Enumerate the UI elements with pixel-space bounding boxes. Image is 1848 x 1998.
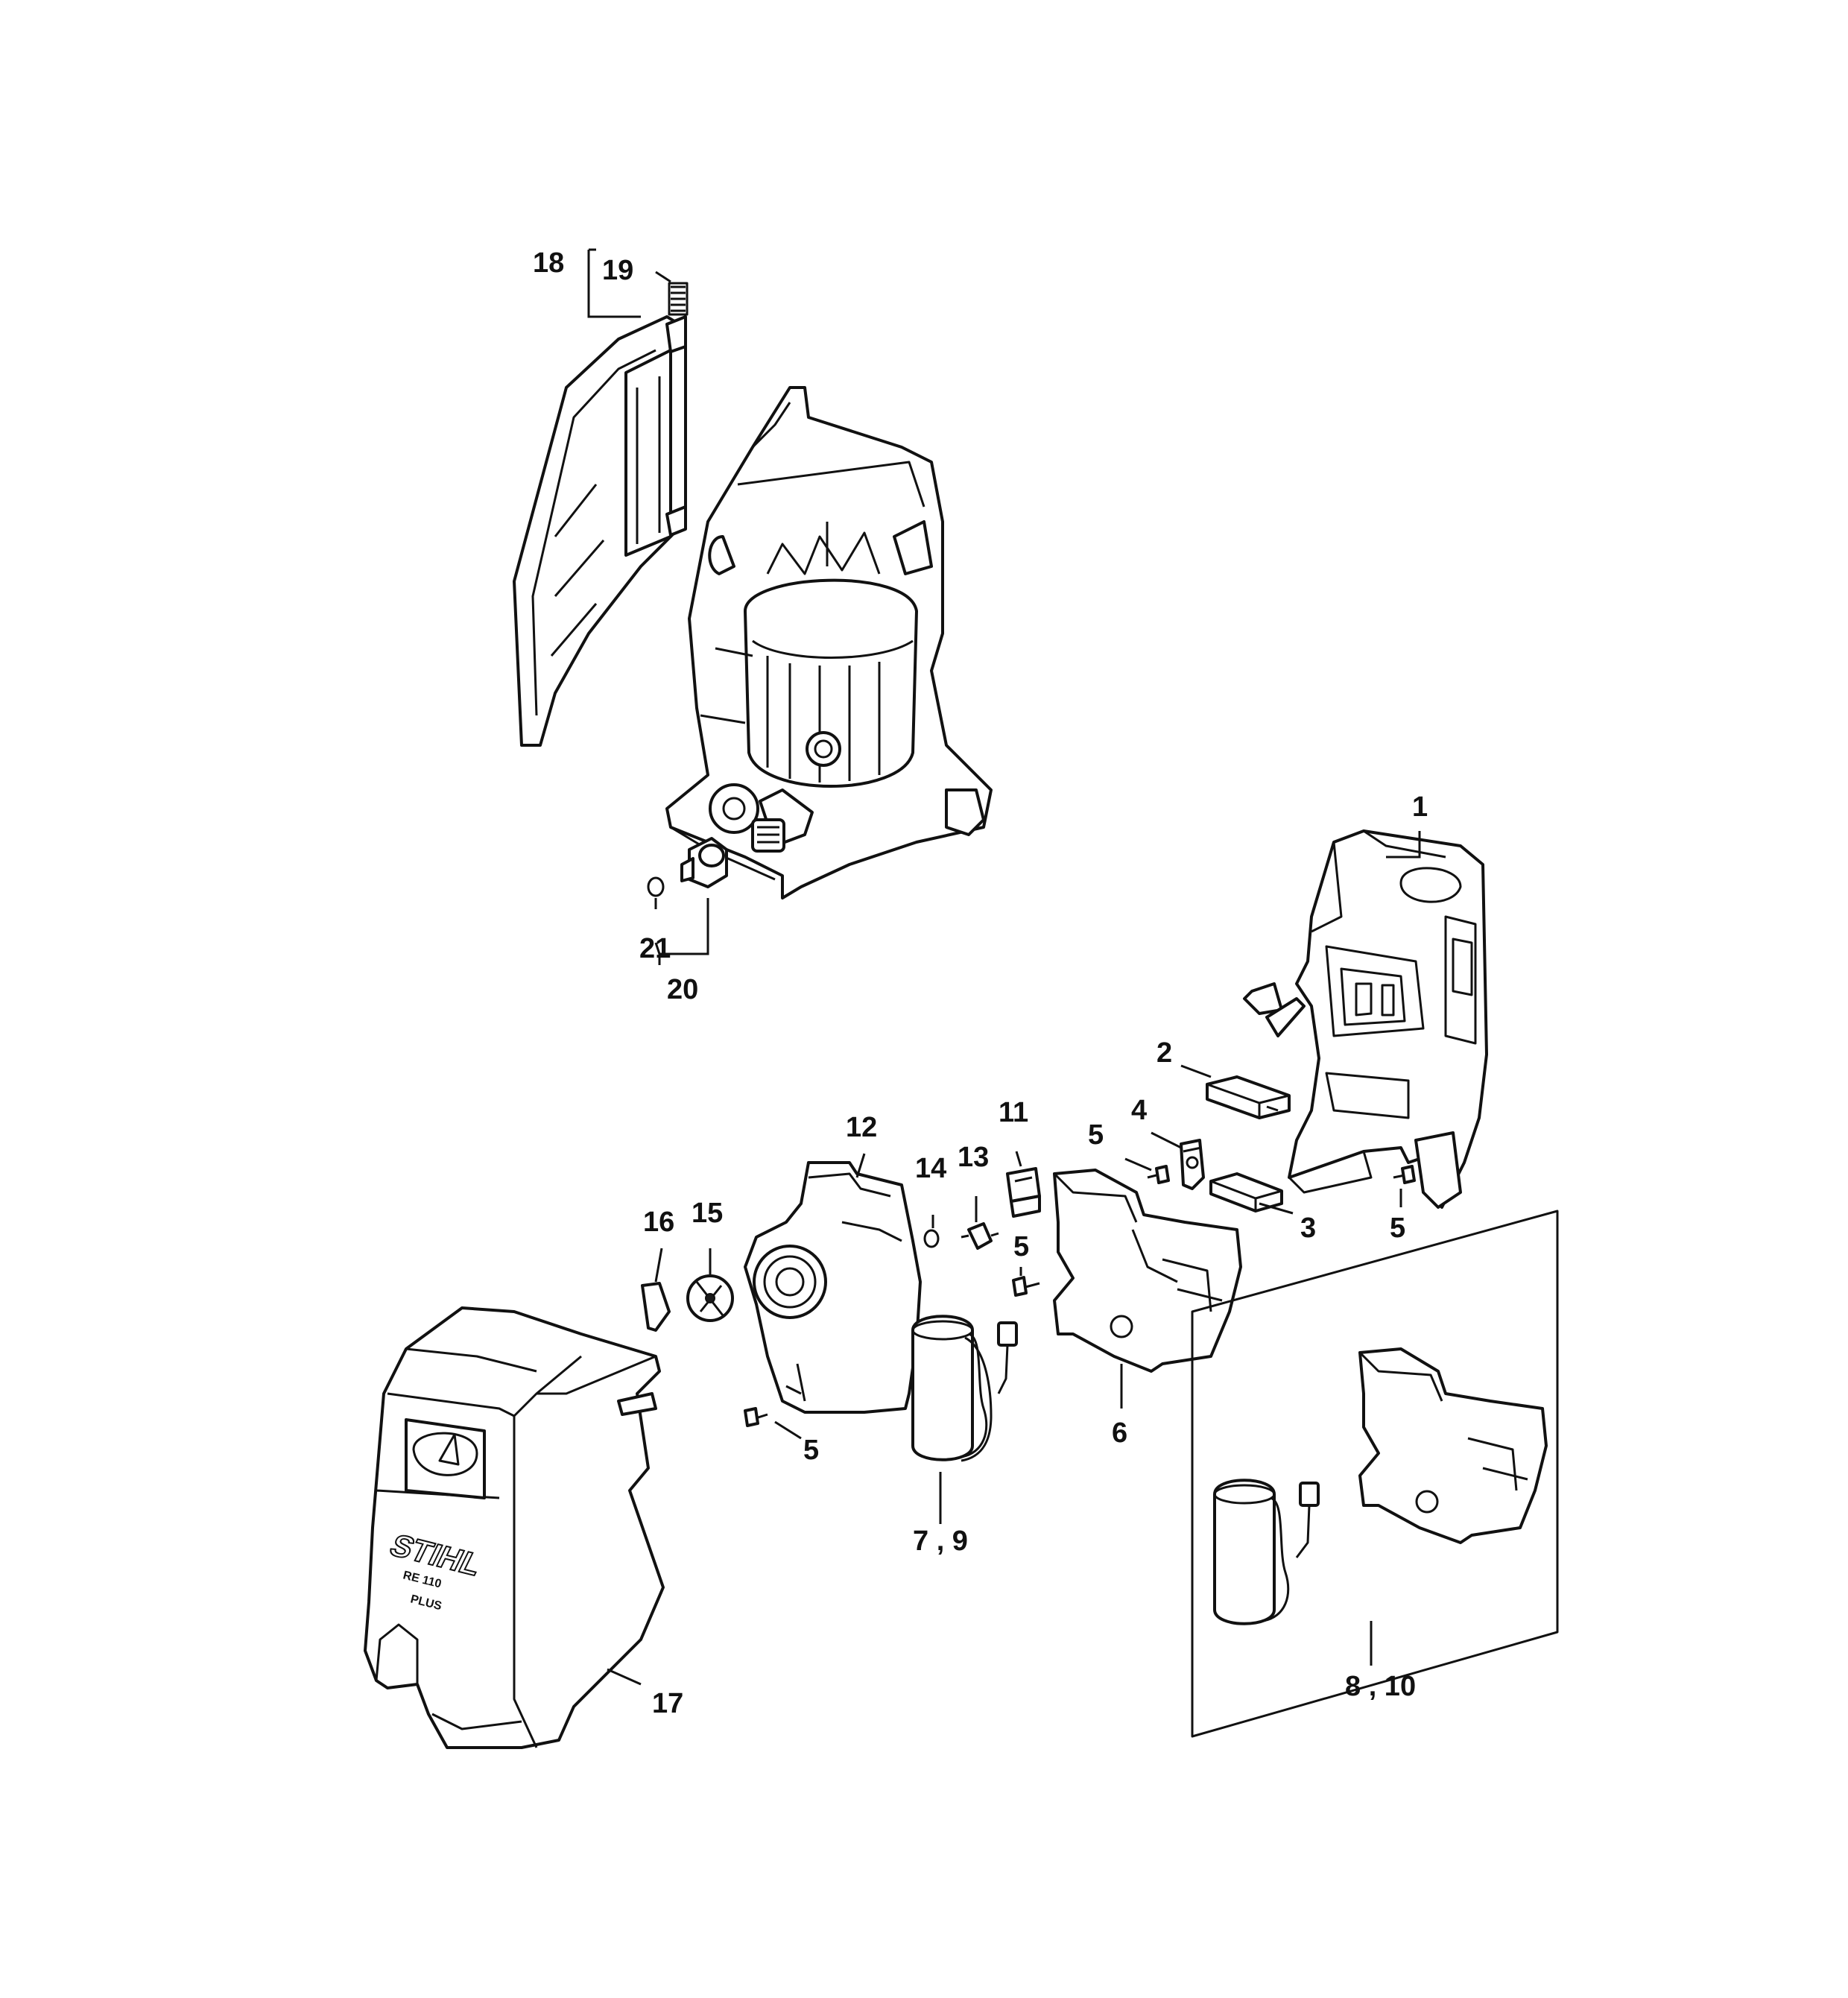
callout-15: 15 — [692, 1198, 723, 1229]
screw-part-b — [1393, 1165, 1416, 1184]
handle-frame-part — [513, 315, 687, 747]
clamp-part — [1180, 1139, 1205, 1190]
spring-part — [668, 282, 689, 316]
callout-8-10: 8 , 10 — [1345, 1671, 1416, 1702]
strip-part-2 — [1206, 1075, 1291, 1119]
washer-part — [923, 1229, 940, 1248]
switch-part — [1006, 1167, 1041, 1218]
callout-6: 6 — [1112, 1417, 1127, 1449]
motor-cover-part — [744, 1161, 922, 1414]
callout-17: 17 — [652, 1688, 683, 1719]
callout-5-d: 5 — [803, 1435, 819, 1466]
kit-box — [1191, 1210, 1559, 1738]
callout-4: 4 — [1131, 1095, 1147, 1126]
knob-cap-part — [641, 1282, 671, 1332]
callout-14: 14 — [915, 1153, 946, 1184]
callout-12: 12 — [846, 1112, 877, 1143]
strip-part-3 — [1209, 1172, 1283, 1213]
rotary-knob-part — [686, 1274, 734, 1322]
callout-19: 19 — [602, 255, 633, 286]
leader-lines — [587, 248, 1421, 1686]
callout-2: 2 — [1156, 1037, 1172, 1069]
callout-labels: 18 19 21 20 1 2 4 5 3 5 11 12 13 14 5 15… — [533, 247, 1428, 1719]
callout-3: 3 — [1300, 1213, 1316, 1244]
screw-part-c — [1012, 1276, 1040, 1297]
inlet-fitting-part — [680, 837, 728, 888]
callout-11: 11 — [999, 1097, 1028, 1128]
o-ring-part — [647, 876, 665, 897]
valve-part — [961, 1222, 999, 1250]
callout-5-a: 5 — [1088, 1119, 1104, 1151]
screw-part-d — [744, 1407, 768, 1427]
callout-5-b: 5 — [1390, 1213, 1405, 1244]
callout-16: 16 — [643, 1207, 674, 1238]
callout-13: 13 — [958, 1142, 989, 1173]
callout-1: 1 — [1412, 791, 1428, 823]
screw-part-a — [1147, 1165, 1170, 1184]
callout-20: 20 — [667, 974, 698, 1005]
callout-21: 21 — [639, 933, 671, 964]
front-cover-part: STIHL RE 110 PLUS — [364, 1306, 665, 1749]
housing-half-part — [1243, 829, 1488, 1209]
cover-bracket-part — [1053, 1169, 1242, 1373]
callout-7-9: 7 , 9 — [913, 1526, 968, 1557]
callout-18: 18 — [533, 247, 564, 279]
callout-5-c: 5 — [1013, 1231, 1029, 1262]
capacitor-part — [911, 1315, 1018, 1462]
motor-pump-assembly — [665, 386, 993, 900]
